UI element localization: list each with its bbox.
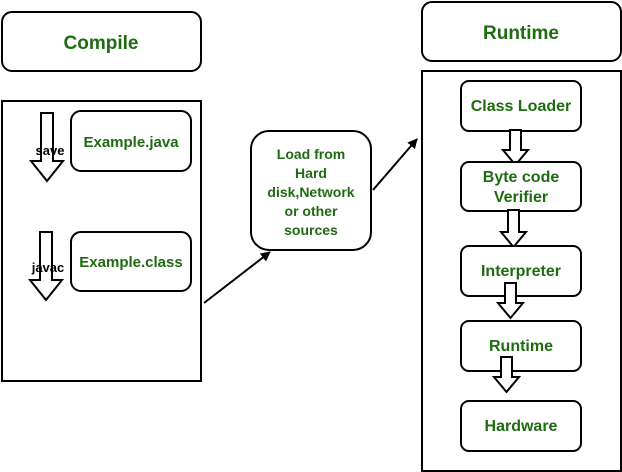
down-arrow-icon <box>495 282 526 320</box>
source-file-box: Example.java <box>70 110 192 172</box>
compile-header-label: Compile <box>64 33 139 54</box>
verifier-line-1: Byte code <box>483 169 560 186</box>
verifier-line-2: Verifier <box>494 189 548 206</box>
down-arrow-icon <box>491 356 522 394</box>
hardware-label: Hardware <box>485 418 558 435</box>
save-arrow-icon <box>28 112 66 183</box>
runtime-header-label: Runtime <box>483 23 559 44</box>
interpreter-label: Interpreter <box>481 263 561 280</box>
save-label: save <box>36 143 65 158</box>
bytecode-verifier-box: Byte code Verifier <box>460 161 582 212</box>
load-line-1: Load from <box>277 146 345 162</box>
class-loader-box: Class Loader <box>460 80 582 132</box>
runtime-box: Runtime <box>460 320 582 372</box>
runtime-box-label: Runtime <box>489 338 553 355</box>
load-to-runtime-arrow <box>372 138 418 191</box>
compile-header: Compile <box>1 11 202 72</box>
class-file-box: Example.class <box>70 231 192 292</box>
class-file-label: Example.class <box>79 254 182 271</box>
javac-arrow-icon <box>27 231 65 302</box>
load-sources-box: Load from Hard disk,Network or other sou… <box>250 130 372 251</box>
javac-label: javac <box>31 260 65 275</box>
load-line-4: or other <box>285 203 338 219</box>
load-line-5: sources <box>284 222 338 238</box>
down-arrow-icon <box>500 129 531 167</box>
load-line-3: disk,Network <box>267 184 354 200</box>
load-line-2: Hard <box>295 165 327 181</box>
class-loader-label: Class Loader <box>471 98 571 115</box>
runtime-header: Runtime <box>421 1 622 62</box>
compile-to-load-arrow <box>203 251 271 304</box>
down-arrow-icon <box>498 209 529 249</box>
source-file-label: Example.java <box>83 134 179 151</box>
hardware-box: Hardware <box>460 400 582 452</box>
interpreter-box: Interpreter <box>460 245 582 297</box>
